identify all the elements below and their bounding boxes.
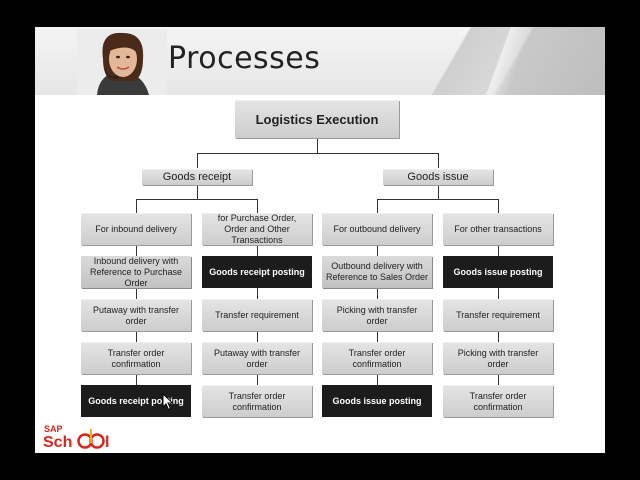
step-transfer-order-confirmation: Transfer order confirmation (443, 385, 553, 417)
connector-col1-up (136, 199, 137, 213)
presenter-photo (77, 29, 167, 95)
connector-issue-down (438, 184, 439, 199)
slide-header: Processes (35, 27, 605, 95)
step-putaway-transfer-order: Putaway with transfer order (202, 342, 312, 374)
connector-col2-up (257, 199, 258, 213)
sap-school-logo: SAP Sch l (43, 423, 133, 451)
slide: Processes Logistics Execution Goods rece… (35, 27, 605, 453)
step-outbound-delivery-reference: Outbound delivery with Reference to Sale… (322, 256, 432, 288)
diagram-root-logistics-execution: Logistics Execution (235, 100, 399, 138)
header-decoration-highlight (445, 27, 565, 95)
step-goods-issue-posting: Goods issue posting (443, 256, 553, 288)
connector-issue-up (438, 153, 439, 168)
logo-school-text: Sch (43, 434, 72, 451)
step-goods-issue-posting: Goods issue posting (322, 385, 432, 417)
column-spine-4 (498, 245, 499, 417)
col-header-other-transactions: For other transactions (443, 213, 553, 245)
connector-receipt-bar (136, 199, 257, 200)
mouse-cursor-icon (162, 393, 174, 411)
column-spine-1 (136, 245, 137, 417)
step-transfer-requirement: Transfer requirement (202, 299, 312, 331)
goods-issue-node: Goods issue (383, 169, 493, 185)
connector-col4-up (498, 199, 499, 213)
step-transfer-requirement: Transfer requirement (443, 299, 553, 331)
connector-root-down (317, 138, 318, 153)
connector-receipt-down (197, 184, 198, 199)
step-putaway-transfer-order: Putaway with transfer order (81, 299, 191, 331)
connector-level1-bar (197, 153, 438, 154)
col-header-inbound-delivery: For inbound delivery (81, 213, 191, 245)
page-title: Processes (168, 41, 321, 76)
step-transfer-order-confirmation: Transfer order confirmation (322, 342, 432, 374)
logo-school-end-text: l (105, 434, 109, 451)
diagram-canvas: Logistics Execution Goods receipt Goods … (35, 95, 605, 453)
step-goods-receipt-posting: Goods receipt posting (81, 385, 191, 417)
step-picking-transfer-order: Picking with transfer order (322, 299, 432, 331)
connector-receipt-up (197, 153, 198, 168)
col-header-outbound-delivery: For outbound delivery (322, 213, 432, 245)
logo-sap-text: SAP (44, 424, 63, 434)
step-goods-receipt-posting: Goods receipt posting (202, 256, 312, 288)
column-spine-2 (257, 245, 258, 417)
connector-issue-bar (377, 199, 498, 200)
goods-receipt-node: Goods receipt (142, 169, 252, 185)
connector-col3-up (377, 199, 378, 213)
col-header-purchase-order: for Purchase Order, Order and Other Tran… (202, 213, 312, 245)
step-transfer-order-confirmation: Transfer order confirmation (202, 385, 312, 417)
column-spine-3 (377, 245, 378, 417)
step-picking-transfer-order: Picking with transfer order (443, 342, 553, 374)
step-transfer-order-confirmation: Transfer order confirmation (81, 342, 191, 374)
step-inbound-delivery-reference: Inbound delivery with Reference to Purch… (81, 256, 191, 288)
